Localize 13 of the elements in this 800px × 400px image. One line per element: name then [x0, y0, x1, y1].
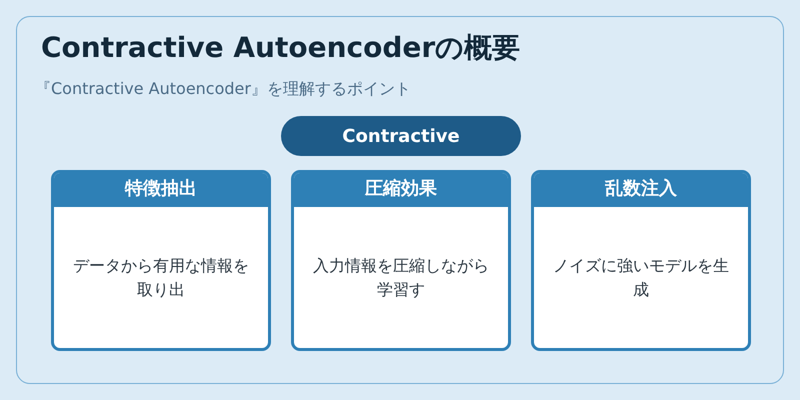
subtitle: 『Contractive Autoencoder』を理解するポイント [35, 79, 411, 100]
topic-banner: Contractive [281, 116, 521, 156]
card-header: 圧縮効果 [294, 173, 508, 207]
overview-panel [16, 16, 784, 384]
point-card [291, 170, 511, 351]
card-text: ノイズに強いモデルを生成 [552, 254, 730, 300]
card-header: 特徴抽出 [54, 173, 268, 207]
point-card [531, 170, 751, 351]
point-card [51, 170, 271, 351]
card-header: 乱数注入 [534, 173, 748, 207]
title: Contractive Autoencoderの概要 [41, 30, 520, 66]
card-text: データから有用な情報を取り出 [72, 254, 250, 300]
card-text: 入力情報を圧縮しながら学習す [312, 254, 490, 300]
